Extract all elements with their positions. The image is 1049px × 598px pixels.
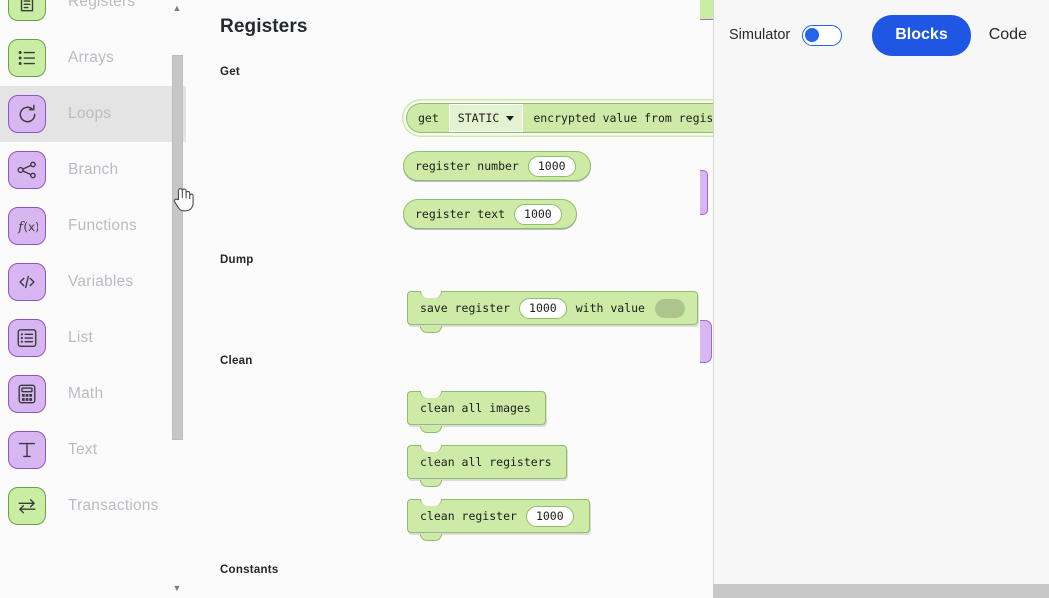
toolbox-scrollbar-thumb[interactable] (172, 55, 183, 440)
sidebar-item-label: Branch (68, 161, 119, 178)
block-clean-all-registers[interactable]: clean all registers (407, 444, 567, 487)
block-register-text[interactable]: register text 1000 (403, 199, 577, 229)
block-clean-register-label: clean register (420, 509, 517, 523)
sidebar-item-arrays[interactable]: Arrays (0, 30, 186, 86)
block-get-static-dropdown[interactable]: STATIC (448, 104, 524, 132)
block-clean-all-registers-label: clean all registers (420, 455, 552, 469)
block-save-register-value-socket[interactable] (654, 298, 685, 318)
block-register-text-label: register text (415, 207, 506, 221)
block-save-register-suffix: with value (575, 301, 645, 315)
flyout-title: Registers (220, 16, 308, 37)
block-clean-register[interactable]: clean register 1000 (407, 498, 590, 541)
exchange-icon (8, 487, 46, 525)
sidebar-item-registers[interactable]: Registers (0, 0, 186, 30)
sidebar-item-variables[interactable]: Variables (0, 254, 186, 310)
block-register-number[interactable]: register number 1000 (403, 151, 591, 181)
sidebar-item-label: Math (68, 385, 104, 402)
code-tab-button[interactable]: Code (971, 15, 1045, 56)
workspace-block-fragment-top[interactable] (700, 0, 713, 20)
block-save-register[interactable]: save register 1000 with value (407, 290, 698, 333)
text-t-icon (8, 431, 46, 469)
function-icon: f(x) (8, 207, 46, 245)
section-label-clean: Clean (220, 355, 253, 367)
sidebar-item-label: Registers (68, 0, 136, 10)
svg-text:(x): (x) (23, 220, 38, 234)
sidebar-item-math[interactable]: Math (0, 366, 186, 422)
branch-icon (8, 151, 46, 189)
sidebar-item-label: Variables (68, 273, 134, 290)
section-label-dump: Dump (220, 254, 254, 266)
block-clean-register-field[interactable]: 1000 (525, 505, 574, 527)
svg-text:f: f (17, 220, 25, 235)
sidebar-item-list[interactable]: List (0, 310, 186, 366)
section-label-constants: Constants (220, 564, 279, 576)
block-clean-all-images-label: clean all images (420, 401, 531, 415)
calculator-icon (8, 375, 46, 413)
bullet-list-icon (8, 319, 46, 357)
workspace-block-fragment-middle[interactable] (700, 170, 708, 215)
block-save-register-prefix: save register (420, 301, 511, 315)
block-get-middle-text: encrypted value from register (533, 111, 714, 125)
block-register-text-field[interactable]: 1000 (514, 203, 562, 225)
block-save-register-field[interactable]: 1000 (519, 297, 567, 319)
workspace-block-fragments (700, 0, 713, 584)
code-icon (8, 263, 46, 301)
toolbox-scrollbar[interactable]: ▲ ▼ (168, 0, 186, 598)
workspace-toolbar: Simulator Blocks Code (713, 0, 1049, 70)
sidebar-item-label: Text (68, 441, 98, 458)
sidebar-item-label: Arrays (68, 49, 114, 66)
block-register-number-label: register number (415, 159, 519, 173)
blocks-flyout-panel[interactable]: Registers Get get STATIC encrypted value… (186, 0, 714, 598)
sidebar-item-transactions[interactable]: Transactions (0, 478, 186, 534)
simulator-label: Simulator (729, 27, 791, 43)
sidebar-item-branch[interactable]: Branch (0, 142, 186, 198)
chevron-down-icon (506, 115, 515, 121)
scroll-down-arrow-icon[interactable]: ▼ (172, 582, 182, 593)
workspace-canvas[interactable] (713, 0, 1049, 584)
sidebar-item-label: Loops (68, 105, 112, 122)
dropdown-value: STATIC (457, 111, 500, 125)
sidebar-item-label: List (68, 329, 93, 346)
sidebar-item-label: Functions (68, 217, 137, 234)
workspace-horizontal-scrollbar[interactable] (713, 584, 1049, 598)
simulator-toggle[interactable] (802, 24, 843, 46)
refresh-icon (8, 95, 46, 133)
scroll-up-arrow-icon[interactable]: ▲ (172, 2, 182, 13)
sidebar-item-label: Transactions (68, 497, 159, 514)
blocks-tab-button[interactable]: Blocks (872, 14, 971, 56)
workspace-block-fragment-bottom[interactable] (700, 320, 712, 363)
sidebar-item-text[interactable]: Text (0, 422, 186, 478)
sidebar-item-functions[interactable]: f(x) Functions (0, 198, 186, 254)
block-get-encrypted-value[interactable]: get STATIC encrypted value from register… (406, 103, 714, 133)
block-register-number-field[interactable]: 1000 (527, 155, 576, 177)
block-clean-all-images[interactable]: clean all images (407, 390, 546, 433)
block-get-prefix: get (418, 111, 439, 125)
document-icon (8, 0, 46, 21)
list-icon (8, 39, 46, 77)
sidebar-item-loops[interactable]: Loops (0, 86, 186, 142)
simulator-toggle-knob (805, 27, 820, 42)
section-label-get: Get (220, 66, 240, 78)
